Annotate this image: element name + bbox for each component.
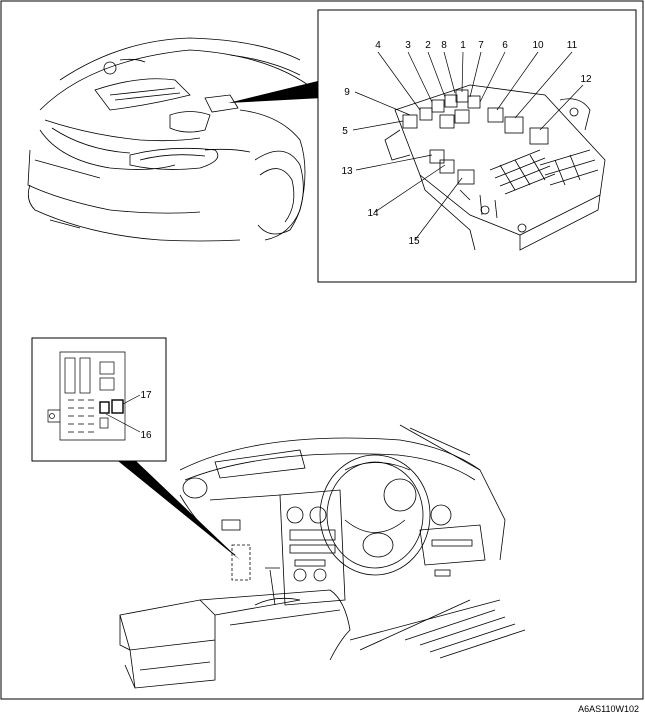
callout-4: 4	[375, 40, 381, 51]
callout-2: 2	[425, 40, 431, 51]
callout-17: 17	[140, 390, 152, 401]
interior-callout-leaders	[105, 394, 141, 433]
callout-12: 12	[580, 74, 592, 85]
interior-fuse-block-illustration	[47, 351, 126, 441]
page-border	[0, 0, 644, 700]
interior-callout-labels: 16 17	[140, 390, 152, 441]
callout-11: 11	[567, 40, 578, 51]
callout-15: 15	[408, 236, 420, 247]
callout-16: 16	[140, 430, 152, 441]
figure-code: A6AS110W102	[578, 704, 639, 714]
callout-14: 14	[367, 208, 379, 219]
callout-8: 8	[441, 40, 447, 51]
callout-13: 13	[341, 166, 353, 177]
dashboard-illustration	[119, 424, 526, 689]
engine-callout-labels: 1 2 3 4 5 6 7 8 9 10 11 12 13 14 15	[341, 40, 592, 247]
interior-pointer	[118, 461, 240, 560]
callout-3: 3	[405, 40, 411, 51]
engine-relay-detail-box	[317, 9, 637, 283]
callout-1: 1	[460, 40, 466, 51]
interior-fuse-detail-box	[31, 337, 167, 462]
callout-5: 5	[342, 126, 348, 137]
callout-10: 10	[532, 40, 544, 51]
callout-6: 6	[502, 40, 508, 51]
engine-bay-illustration	[27, 37, 316, 242]
callout-7: 7	[478, 40, 484, 51]
callout-9: 9	[344, 87, 350, 98]
engine-pointer	[228, 80, 322, 103]
engine-callout-leaders	[352, 51, 584, 241]
